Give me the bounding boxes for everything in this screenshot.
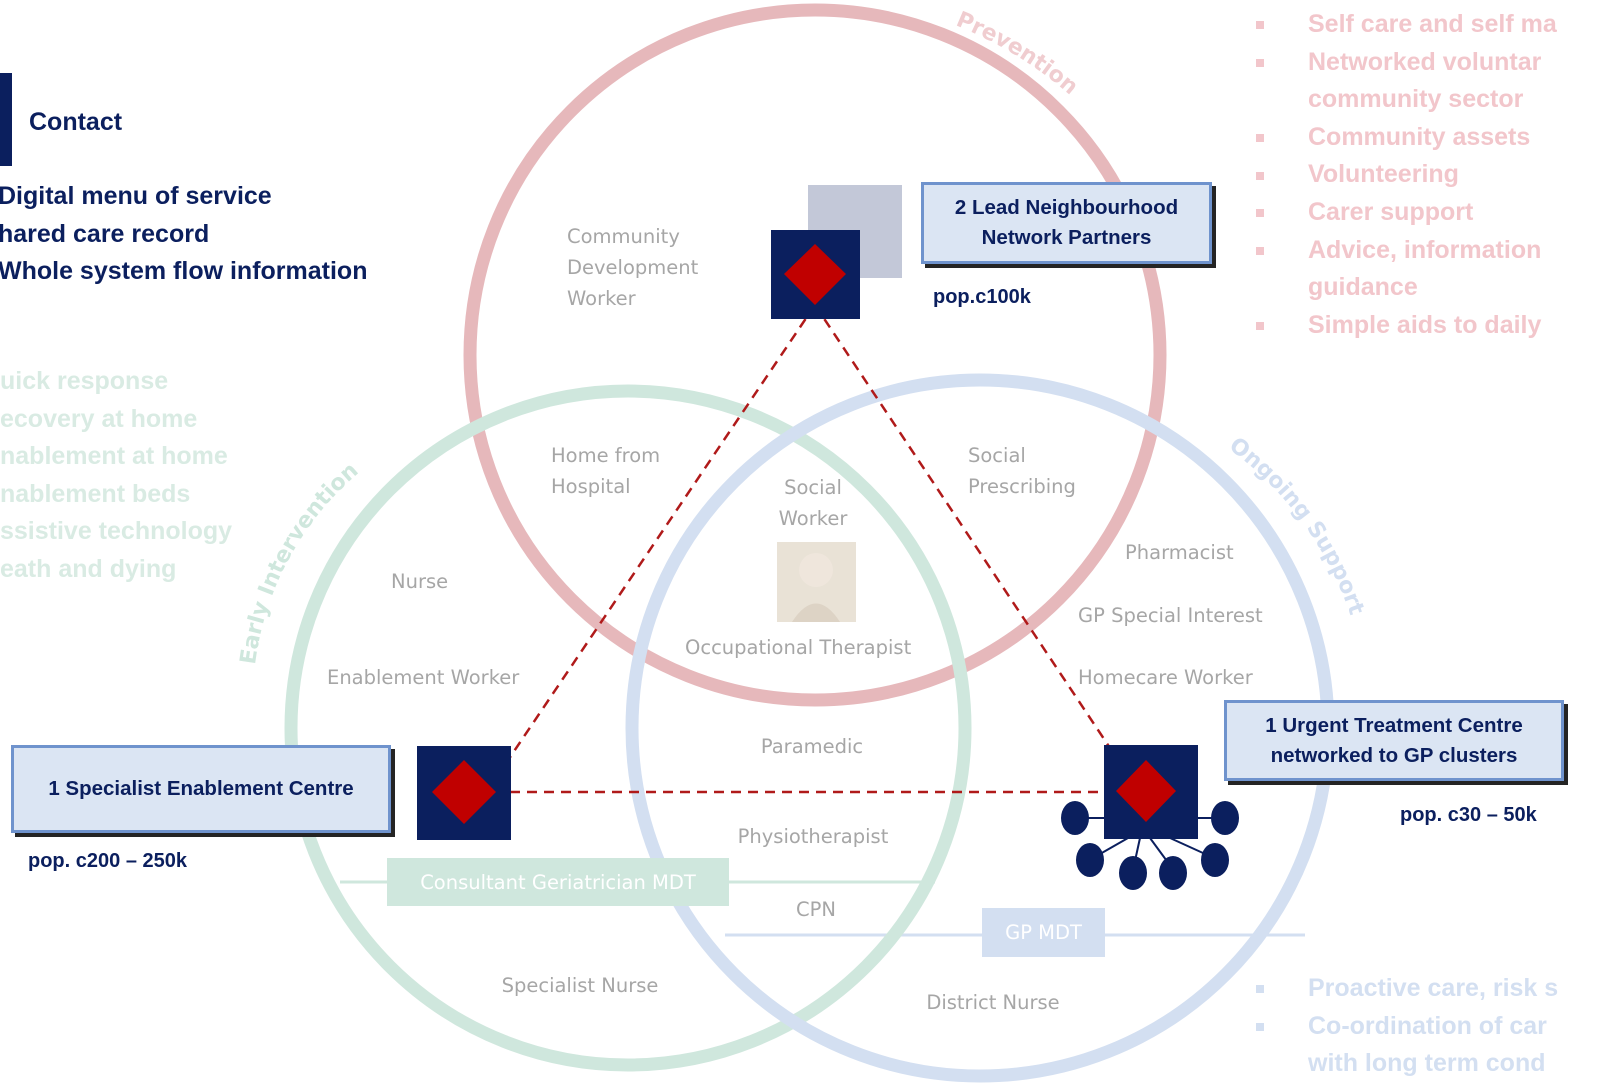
list-item: Advice, information [1256,232,1557,270]
role-cpn: CPN [796,898,836,921]
list-item: Community assets [1256,119,1557,157]
list-item: Volunteering [1256,156,1557,194]
role-gp-special-interest: GP Special Interest [1078,604,1263,627]
list-item: nablement beds [0,479,191,508]
list-item: guidance [1308,273,1418,302]
list-item: community sector [1308,85,1524,114]
role-pharmacist: Pharmacist [1125,541,1234,564]
role-physiotherapist: Physiotherapist [737,825,889,848]
gp-cluster-network [1061,801,1239,890]
role-home-from-hospital: Home from Hospital [551,444,661,498]
gp-mdt-tag: GP MDT [982,908,1105,957]
ongoing-support-list: Proactive care, risk s Co-ordination of … [1256,970,1558,1083]
prevention-circle [463,3,1167,707]
list-item: nablement at home [0,442,228,471]
role-specialist-nurse: Specialist Nurse [501,974,659,997]
list-item: with long term cond [1308,1049,1546,1078]
list-item: Simple aids to daily [1256,307,1557,345]
role-district-nurse: District Nurse [926,991,1060,1014]
contact-bar-icon [0,73,12,166]
contact-item: Digital menu of service [0,182,272,210]
list-item: uick response [0,367,169,395]
list-item: Proactive care, risk s [1256,970,1558,1008]
enablement-diamond-icon [432,760,496,824]
neighbourhood-title-line: Network Partners [981,226,1152,249]
role-paramedic: Paramedic [760,735,864,758]
contact-heading: Contact [29,108,123,136]
contact-item: hared care record [0,219,210,248]
urgent-treatment-box: 1 Urgent Treatment Centre networked to G… [1224,700,1564,781]
enablement-title-line: 1 Specialist Enablement Centre [48,777,354,800]
list-item: Carer support [1256,194,1557,232]
urgent-diamond-icon [1116,760,1176,822]
early-intervention-list: uick response ecovery at home nablement … [0,363,232,589]
list-item: Self care and self ma [1256,6,1557,44]
contact-list: Digital menu of service hared care recor… [0,178,367,291]
contact-item: Whole system flow information [0,257,368,286]
role-social-worker: Social Worker [778,476,848,530]
role-occupational-therapist: Occupational Therapist [685,636,912,659]
role-social-prescribing: Social Prescribing [968,444,1076,498]
urgent-title-line: networked to GP clusters [1270,743,1518,767]
neighbourhood-title-line: 2 Lead Neighbourhood [954,196,1179,219]
neighbourhood-network-box: 2 Lead Neighbourhood Network Partners [921,182,1212,264]
list-item: ssistive technology [0,517,233,546]
list-item: ecovery at home [0,404,198,433]
urgent-title-line: 1 Urgent Treatment Centre [1265,713,1523,737]
dashed-link-top-left [496,304,817,776]
early-intervention-circle [284,384,972,1072]
social-worker-photo [777,542,856,622]
list-item: Networked voluntar [1256,44,1557,82]
role-enablement-worker: Enablement Worker [327,666,520,689]
list-item: Co-ordination of car [1256,1008,1558,1046]
prevention-list: Self care and self ma Networked voluntar… [1256,6,1557,344]
neighbourhood-population: pop.c100k [933,286,1031,308]
role-homecare-worker: Homecare Worker [1078,666,1253,689]
role-community-development-worker: Community Development Worker [567,225,699,310]
enablement-population: pop. c200 – 250k [28,850,187,872]
list-item: eath and dying [0,554,177,583]
consultant-geriatrician-mdt-tag: Consultant Geriatrician MDT [387,858,729,906]
dashed-link-top-right [813,304,1120,761]
neighbourhood-diamond-icon [784,244,846,305]
role-nurse: Nurse [391,570,449,593]
urgent-population: pop. c30 – 50k [1400,804,1537,826]
specialist-enablement-box: 1 Specialist Enablement Centre [11,745,391,833]
